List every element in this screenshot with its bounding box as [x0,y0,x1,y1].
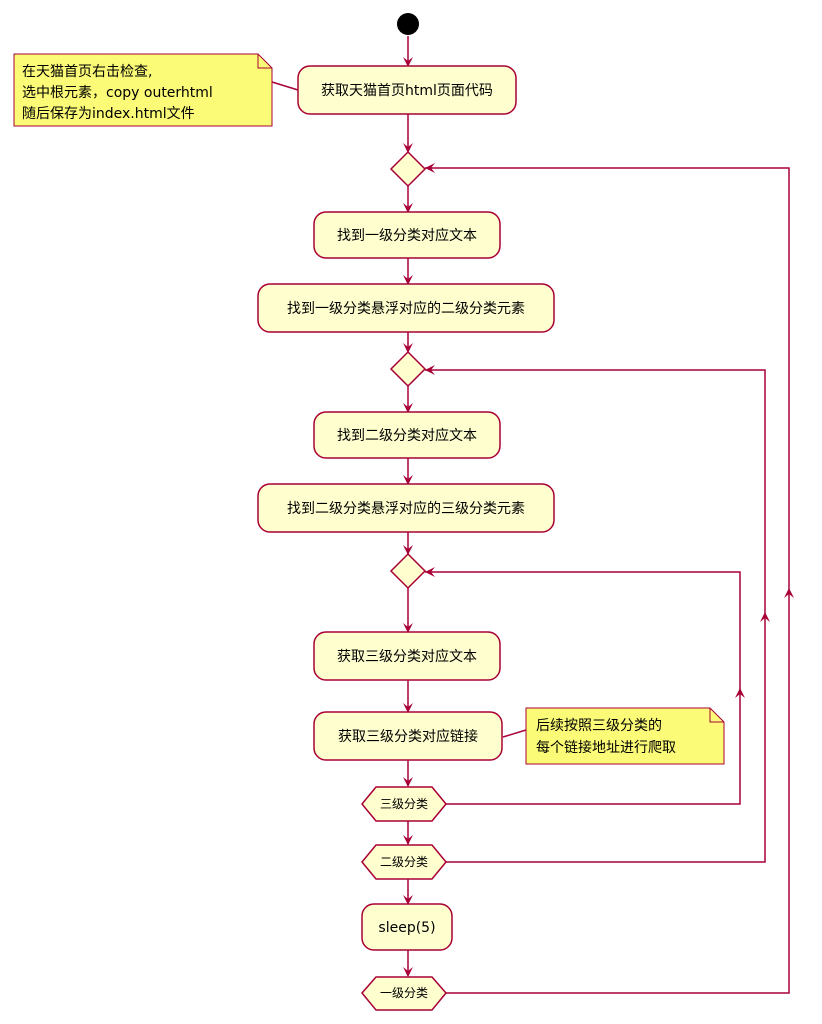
activity-get-html: 获取天猫首页html页面代码 [297,65,517,115]
repeat-l3: 三级分类 [361,786,447,822]
arrowhead [403,275,413,285]
note-crawl: 后续按照三级分类的 每个链接地址进行爬取 [525,707,725,765]
arrowhead [403,403,413,413]
repeat-label: 二级分类 [380,855,428,869]
loop2-diamond [389,350,427,388]
arrowhead [403,777,413,787]
arrowhead [403,623,413,633]
start-node [397,13,419,35]
arrowhead [760,612,770,622]
activity-get-l3-link: 获取三级分类对应链接 [313,711,503,761]
arrowhead [425,163,435,173]
activity-find-l2-text: 找到二级分类对应文本 [313,411,501,459]
arrowhead [403,475,413,485]
activity-label: 获取三级分类对应文本 [337,648,477,665]
note-line: 随后保存为index.html文件 [22,106,195,122]
activity-label: 找到二级分类对应文本 [337,427,477,444]
arrowhead [403,545,413,555]
activity-get-l3-text: 获取三级分类对应文本 [313,631,501,681]
activity-label: 找到一级分类悬浮对应的二级分类元素 [287,300,525,317]
arrowhead [403,895,413,905]
note-line: 后续按照三级分类的 [536,717,662,734]
note-connector-save [271,81,299,91]
arrowhead [784,588,794,598]
activity-label: 找到一级分类对应文本 [337,227,477,244]
note-save-html: 在天猫首页右击检查, 选中根元素，copy outerhtml 随后保存为ind… [13,53,273,127]
repeat-label: 三级分类 [380,797,428,811]
activity-label: 获取三级分类对应链接 [338,728,478,745]
note-line: 选中根元素，copy outerhtml [22,85,213,101]
activity-find-l1-text: 找到一级分类对应文本 [313,211,501,259]
note-connector-crawl [502,729,527,738]
loop1-diamond [389,150,427,188]
arrowhead [403,703,413,713]
loop3-diamond [389,552,427,590]
arrowhead [403,203,413,213]
activity-label: sleep(5) [378,920,435,936]
activity-label: 获取天猫首页html页面代码 [321,83,493,99]
arrowhead [403,343,413,353]
arrowheads [403,57,794,977]
note-line: 每个链接地址进行爬取 [536,739,676,756]
arrowhead [735,688,745,698]
arrowhead [425,567,435,577]
repeat-l1: 一级分类 [361,976,447,1011]
activity-sleep: sleep(5) [361,903,453,951]
loopback-l3 [425,571,741,805]
activity-find-l2-elements: 找到一级分类悬浮对应的二级分类元素 [257,283,555,333]
arrowhead [425,365,435,375]
note-line: 在天猫首页右击检查, [22,64,152,80]
activity-label: 找到二级分类悬浮对应的三级分类元素 [287,500,525,517]
repeat-label: 一级分类 [380,986,428,1000]
repeat-l2: 二级分类 [361,844,447,880]
arrowhead [403,143,413,153]
arrowhead [403,835,413,845]
loopback-l1 [425,167,790,994]
activity-find-l3-elements: 找到二级分类悬浮对应的三级分类元素 [257,483,555,533]
arrowhead [403,967,413,977]
arrowhead [403,57,413,67]
